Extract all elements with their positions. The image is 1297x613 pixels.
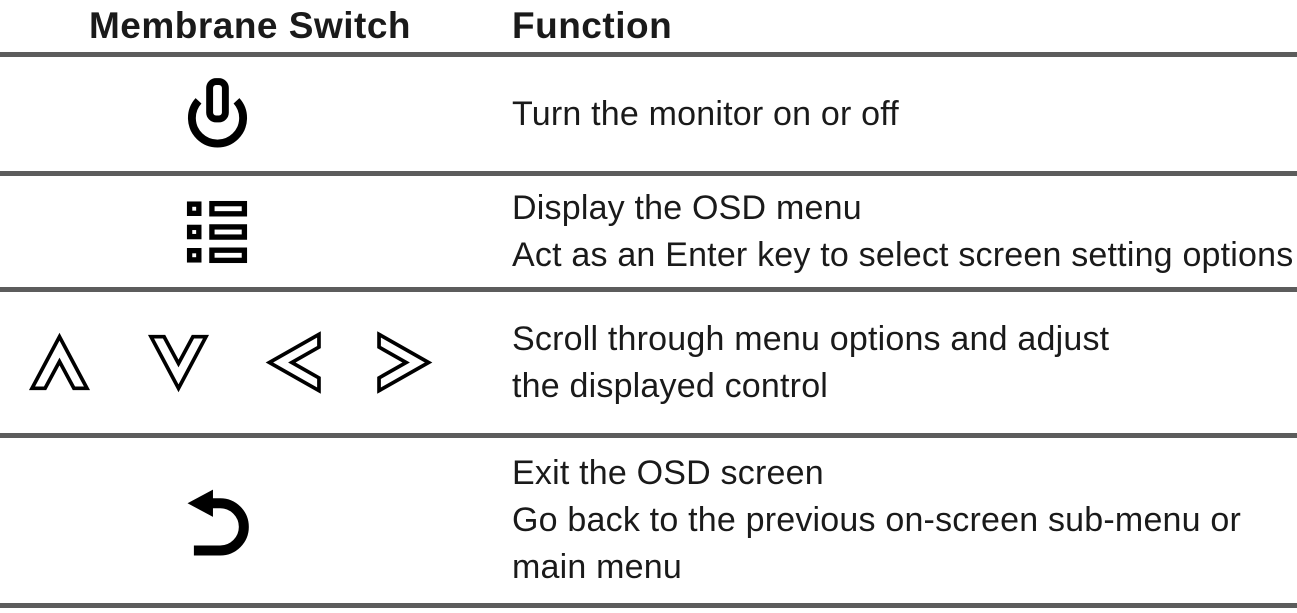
table-row-navigation-arrows: Scroll through menu options and adjust t… (0, 292, 1297, 438)
function-text: Display the OSD menu (512, 188, 862, 227)
function-text: Turn the monitor on or off (512, 94, 899, 133)
function-text: Act as an Enter key to select screen set… (512, 235, 1294, 274)
arrow-down-icon (145, 332, 212, 393)
column-header-function: Function (512, 5, 673, 46)
function-text: Scroll through menu options and adjust (512, 319, 1110, 358)
power-icon (186, 78, 249, 150)
function-text: Go back to the previous on-screen sub-me… (512, 501, 1242, 539)
table-row-exit: Exit the OSD screen Go back to the previ… (0, 438, 1297, 608)
table-row-osd-menu: Display the OSD menu Act as an Enter key… (0, 176, 1297, 292)
function-text: main menu (512, 548, 682, 586)
function-text: Exit the OSD screen (512, 454, 824, 492)
arrow-up-icon (26, 332, 93, 393)
function-text: the displayed control (512, 366, 829, 405)
arrow-left-icon (264, 329, 323, 396)
osd-menu-icon (185, 199, 249, 265)
return-icon (183, 483, 252, 558)
column-header-membrane-switch: Membrane Switch (88, 5, 412, 46)
table-row-power: Turn the monitor on or off (0, 57, 1297, 176)
arrow-right-icon (375, 329, 434, 396)
table-header-row: Membrane Switch Function (0, 0, 1297, 57)
